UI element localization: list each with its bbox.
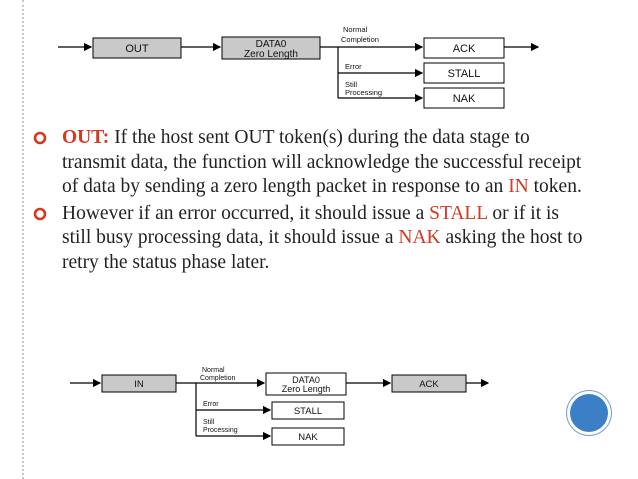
error-label: Error [203, 401, 219, 408]
bullet-out-text: If the host sent OUT token(s) during the… [62, 127, 582, 198]
bullet-ring-icon [33, 207, 47, 221]
nak-box-label: NAK [453, 93, 476, 105]
slide-body: OUT: If the host sent OUT token(s) durin… [30, 126, 590, 276]
error-label: Error [345, 62, 362, 71]
normal-label: Normal [202, 367, 225, 374]
stall-box-label: STALL [294, 406, 322, 417]
out-box-label: OUT [125, 43, 149, 55]
completion-label: Completion [200, 375, 236, 382]
out-box [92, 37, 182, 59]
bullet-out: OUT: If the host sent OUT token(s) durin… [30, 126, 590, 200]
bullet-out-title: OUT: [62, 127, 110, 148]
stall-box-label: STALL [448, 68, 481, 80]
in-box-label: IN [134, 379, 144, 390]
ack-box [423, 37, 505, 59]
zero-length-label: Zero Length [282, 384, 331, 394]
data0-box [221, 36, 321, 60]
slide-decoration-circle [570, 394, 608, 432]
processing-label: Processing [203, 427, 238, 434]
stall-box [423, 62, 505, 84]
bullet-error-text-2: or if it is still busy processing data, … [62, 202, 560, 249]
stall-highlight: STALL [429, 202, 488, 224]
bullet-error: However if an error occurred, it should … [30, 202, 590, 276]
ack-box-label: ACK [419, 379, 439, 390]
bullet-error-text-1: However if an error occurred, it should … [62, 202, 430, 224]
data0-label: DATA0 [256, 39, 287, 50]
still-label: Still [203, 419, 215, 426]
processing-label: Processing [345, 88, 382, 97]
bullet-error-text-3: asking the host to retry the status phas… [62, 227, 583, 273]
ack-box-label: ACK [453, 43, 476, 55]
data0-label: DATA0 [292, 375, 320, 385]
zero-length-label: Zero Length [244, 49, 298, 60]
bullet-ring-icon [33, 131, 47, 145]
normal-label: Normal [343, 25, 368, 34]
nak-highlight: NAK [398, 227, 441, 249]
left-dotted-rail [22, 0, 24, 479]
nak-box [423, 87, 505, 109]
still-label: Still [345, 80, 357, 89]
nak-box-label: NAK [298, 432, 318, 443]
out-status-diagram: OUT DATA0 Zero Length Normal Completion … [58, 25, 540, 109]
in-highlight: IN [508, 176, 529, 198]
bullet-out-text-end: token. [528, 176, 582, 198]
completion-label: Completion [341, 35, 379, 44]
stall-box [271, 401, 345, 420]
data0-box [265, 372, 347, 396]
nak-box [271, 427, 345, 446]
